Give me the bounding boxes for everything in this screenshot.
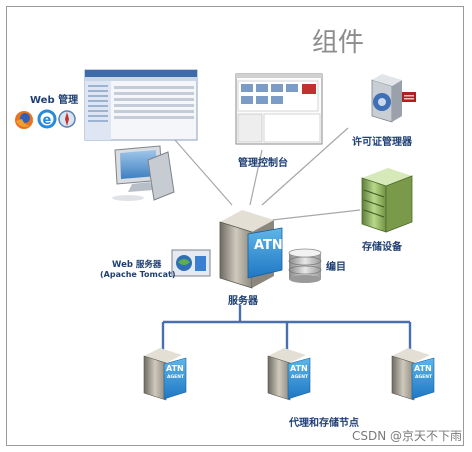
agent-label-node-2: AGENT: [291, 375, 309, 380]
connector-console: [249, 149, 263, 206]
label-web-mgmt: Web 管理: [30, 95, 79, 106]
web-server-icon: [171, 249, 211, 277]
atn-badge-node-3: ATN: [414, 364, 432, 373]
storage-device-icon: [361, 168, 413, 233]
license-manager-icon: [371, 74, 416, 123]
label-nodes: 代理和存储节点: [289, 418, 359, 429]
firefox-icon: [15, 111, 33, 129]
label-storage: 存储设备: [362, 242, 402, 253]
node-server-3: [391, 348, 435, 401]
label-license: 许可证管理器: [352, 137, 412, 148]
agent-label-node-3: AGENT: [415, 375, 433, 380]
label-console: 管理控制台: [238, 158, 288, 169]
internet-explorer-icon: e: [37, 109, 57, 129]
label-catalog: 编目: [326, 262, 346, 273]
main-server-icon: [219, 210, 283, 289]
safari-icon: [58, 110, 76, 128]
bus-lines: [161, 305, 412, 350]
connector-license: [261, 127, 349, 206]
atn-badge-node-1: ATN: [166, 364, 184, 373]
watermark: CSDN @京天不下雨: [351, 429, 462, 443]
atn-badge-node-2: ATN: [290, 364, 308, 373]
label-web-server: Web 服务器: [112, 260, 162, 270]
catalog-database-icon: [288, 248, 322, 283]
svg-text:e: e: [43, 113, 52, 128]
web-mgmt-screenshot: [84, 69, 198, 141]
agent-label-node-1: AGENT: [167, 375, 185, 380]
node-server-2: [267, 348, 311, 401]
connector-lines: [174, 127, 361, 221]
atn-badge-main: ATN: [254, 238, 283, 253]
connector-storage: [271, 209, 361, 221]
desktop-pc-icon: [112, 145, 175, 201]
connector-web-mgmt: [174, 139, 233, 206]
node-server-1: [143, 348, 187, 401]
label-server: 服务器: [228, 296, 258, 307]
console-screenshot: [235, 73, 323, 145]
label-web-server-sub: (Apache Tomcat): [100, 270, 176, 279]
browser-icons: e: [15, 109, 76, 129]
diagram-title: 组件: [312, 28, 365, 58]
